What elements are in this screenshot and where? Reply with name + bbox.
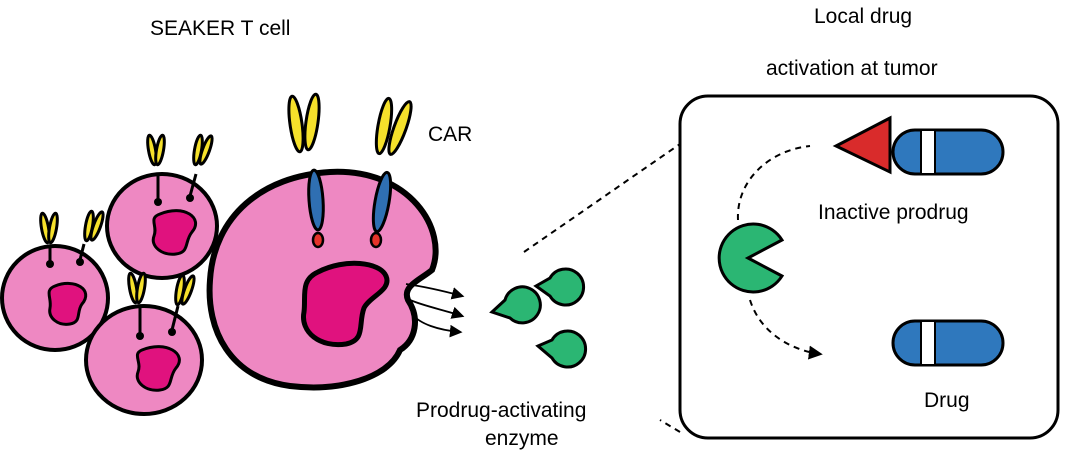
enzyme-cluster [489,267,588,369]
small-t-cell-left [0,209,110,352]
car-receptor-left [287,92,325,249]
enzyme-label-line2: enzyme [485,427,559,450]
car-label: CAR [428,123,473,146]
enzyme-icon [489,285,542,325]
secretion-arrows [405,283,465,338]
enzyme-label-line1: Prodrug-activating [416,399,587,422]
inactive-prodrug-label: Inactive prodrug [818,201,969,224]
small-t-cell-bottom [84,271,204,416]
activation-arrows [736,145,823,360]
enzyme-icon [717,222,785,294]
car-receptor-right [369,96,413,249]
enzyme-icon [533,267,586,307]
local-drug-label-line2: activation at tumor [766,57,938,80]
local-drug-label-line1: Local drug [814,5,913,28]
enzyme-icon [535,329,588,369]
drug-label: Drug [924,389,970,412]
seaker-t-cell-label: SEAKER T cell [150,17,291,40]
inactive-prodrug-icon [832,115,1005,176]
zoom-lines [523,143,681,433]
drug-icon [891,319,1005,367]
small-t-cell-top [105,133,219,280]
